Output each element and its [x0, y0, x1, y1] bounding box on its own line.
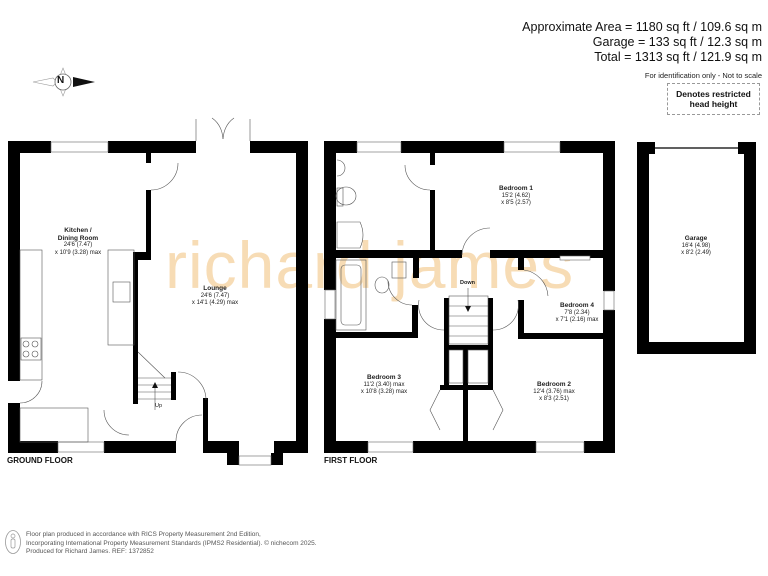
room-dim-1: 24'6 (7.47) — [63, 242, 93, 248]
scale-note: For identification only - Not to scale — [644, 71, 762, 80]
area-summary: Approximate Area = 1180 sq ft / 109.6 sq… — [522, 20, 762, 83]
room-dim-2: x 8'2 (2.49) — [681, 250, 711, 256]
room-bedroom-1: Bedroom 1 15'2 (4.62) x 8'5 (2.57) — [499, 185, 533, 208]
door-swing-icons-ground — [19, 162, 207, 442]
ground-floor-label: GROUND FLOOR — [7, 456, 73, 465]
first-floor-stairs — [429, 288, 504, 431]
room-dim-2: x 14'1 (4.29) max — [191, 300, 239, 306]
watermark: richard james — [165, 228, 575, 302]
room-dim-1: 15'2 (4.62) — [501, 192, 531, 199]
room-bedroom-2: Bedroom 2 12'4 (3.76) max x 8'3 (2.51) — [533, 381, 575, 404]
first-floor-label: FIRST FLOOR — [324, 456, 378, 465]
room-dim-2: x 8'3 (2.51) — [539, 396, 569, 402]
door-swing-icons-first — [387, 164, 549, 331]
first-floor-windows — [324, 141, 615, 453]
room-kitchen-dining: Kitchen / Dining Room 24'6 (7.47) x 10'9… — [55, 227, 101, 257]
room-bedroom-3: Bedroom 3 11'2 (3.40) max x 10'8 (3.28) … — [361, 374, 407, 397]
garage-area: Garage = 133 sq ft / 12.3 sq m — [592, 35, 762, 49]
compass-label: N — [57, 75, 65, 86]
patio-door-icon — [195, 117, 251, 141]
footer-disclaimer: Floor plan produced in accordance with R… — [26, 531, 317, 557]
room-name-2: Dining Room — [57, 234, 99, 242]
footer-line-2: Incorporating International Property Mea… — [26, 539, 317, 547]
restricted-height-legend: Denotes restricted head height — [667, 83, 760, 115]
approx-area: Approximate Area = 1180 sq ft / 109.6 sq… — [522, 20, 762, 34]
room-name: Garage — [684, 235, 708, 242]
room-name: Bedroom 1 — [499, 185, 533, 192]
legend-line-1: Denotes restricted — [676, 89, 751, 99]
footer-line-1: Floor plan produced in accordance with R… — [26, 531, 261, 538]
room-dim-1: 24'6 (7.47) — [200, 292, 230, 299]
stairs-down-label: Down — [460, 280, 475, 286]
garage-walls — [637, 142, 756, 354]
bathroom-fixtures — [335, 159, 407, 331]
room-name: Lounge — [203, 285, 227, 292]
room-dim-2: x 8'5 (2.57) — [501, 200, 531, 206]
room-name: Bedroom 3 — [367, 374, 401, 381]
room-dim-1: 16'4 (4.98) — [681, 242, 711, 249]
legend-line-2: head height — [689, 99, 738, 109]
room-dim-1: 7'8 (2.34) — [564, 309, 590, 316]
room-dim-2: x 10'8 (3.28) max — [360, 389, 408, 395]
room-dim-2: x 10'9 (3.28) max — [54, 249, 102, 256]
accessibility-person-icon — [5, 530, 21, 554]
room-dim-1: 12'4 (3.76) max — [533, 388, 575, 395]
room-lounge: Lounge 24'6 (7.47) x 14'1 (4.29) max — [192, 285, 238, 308]
room-name: Kitchen / — [64, 227, 92, 234]
ground-floor-walls — [8, 141, 308, 465]
total-area: Total = 1313 sq ft / 121.9 sq m — [594, 50, 762, 64]
room-name: Bedroom 2 — [537, 381, 571, 388]
room-bedroom-4: Bedroom 4 7'8 (2.34) x 7'1 (2.16) max — [556, 302, 599, 325]
footer-line-3: Produced for Richard James. REF: 1372852 — [26, 548, 154, 555]
ground-floor-windows — [50, 141, 272, 466]
first-floor-walls — [324, 141, 615, 453]
compass-north-icon — [32, 67, 95, 97]
kitchen-units — [19, 249, 135, 443]
room-dim-1: 11'2 (3.40) max — [363, 381, 405, 388]
room-dim-2: x 7'1 (2.16) max — [555, 317, 599, 323]
ground-stairs — [137, 351, 171, 410]
room-garage: Garage 16'4 (4.98) x 8'2 (2.49) — [681, 235, 711, 258]
room-name: Bedroom 4 — [560, 302, 594, 309]
stairs-up-label: Up — [155, 403, 163, 409]
